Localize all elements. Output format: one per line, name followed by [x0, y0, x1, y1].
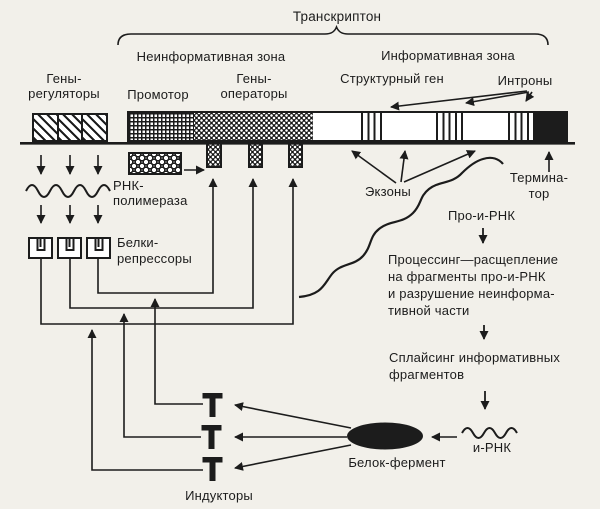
- enzyme-label: Белок-фермент: [348, 455, 446, 470]
- repressors-label: Белки- репрессоры: [117, 235, 192, 266]
- intron-arrow-1: [390, 90, 528, 111]
- intron-arrow-2: [465, 91, 530, 107]
- structural-gene-label: Структурный ген: [340, 71, 444, 86]
- inductor-T-3: [202, 457, 223, 481]
- exon-segment-3: [463, 113, 508, 140]
- operator-tab-3: [288, 142, 303, 168]
- intron-arrow-3: [525, 91, 535, 102]
- diagram-title: Транскриптон: [292, 9, 382, 24]
- inductor-T-1: [202, 393, 223, 417]
- splicing-label: Сплайсинг информативных фрагментов: [389, 350, 561, 382]
- enzyme-to-inductor1-arrow: [234, 402, 352, 429]
- inductor2-arrow: [119, 313, 201, 438]
- promoter-segment: [129, 113, 194, 140]
- regulator-genes-box: [32, 113, 108, 142]
- exon-arrow-2: [399, 150, 409, 183]
- intron-segment-2: [436, 113, 463, 140]
- informative-zone-label: Информативная зона: [381, 48, 515, 63]
- intron-segment-1: [361, 113, 385, 140]
- promoter-label: Промотор: [127, 87, 189, 102]
- repressor-protein-3: [86, 237, 111, 259]
- exon-segment-1: [313, 113, 361, 140]
- regulator-gene-cell: [56, 115, 82, 140]
- pro-mrna-label: Про-и-РНК: [448, 208, 516, 223]
- terminator-segment: [533, 113, 566, 140]
- rna-polymerase-label: РНК- полимераза: [113, 178, 188, 208]
- inductor-T-2: [201, 425, 222, 449]
- regulator-gene-cell: [34, 115, 57, 140]
- repressor-protein-2: [57, 237, 82, 259]
- intron-segment-3: [508, 113, 533, 140]
- operator-segment: [194, 113, 313, 140]
- enzyme-to-inductor3-arrow: [234, 444, 352, 471]
- processing-label: Процессинг—расщепление на фрагменты про-…: [388, 252, 559, 318]
- operator-genes-label: Гены- операторы: [220, 71, 288, 101]
- enzyme-ellipse: [347, 422, 423, 450]
- transcripton-brace: [117, 24, 549, 46]
- mrna-wave: [461, 427, 518, 439]
- operator-tab-1: [206, 142, 222, 168]
- repressor-protein-1: [28, 237, 53, 259]
- rna-polymerase-box: [128, 152, 182, 175]
- repressor-slot-1: [36, 239, 45, 251]
- regulator-mrna-wave: [25, 184, 111, 198]
- dna-strip: [127, 111, 568, 142]
- exon-arrow-3: [403, 150, 476, 183]
- regulator-gene-cell: [81, 115, 107, 140]
- terminator-label: Термина- тор: [509, 170, 569, 201]
- exons-label: Экзоны: [365, 184, 411, 199]
- exon-segment-2: [385, 113, 436, 140]
- regulator-genes-cells: [34, 115, 107, 140]
- mrna-label: и-РНК: [472, 440, 512, 455]
- inductors-label: Индукторы: [185, 488, 253, 503]
- introns-label: Интроны: [497, 73, 553, 88]
- repressor-slot-2: [65, 239, 74, 251]
- operator-tab-2: [248, 142, 263, 168]
- repressor-slot-3: [94, 239, 103, 251]
- exon-arrow-1: [351, 150, 397, 184]
- noninformative-zone-label: Неинформативная зона: [136, 49, 286, 64]
- inductor3-arrow: [87, 329, 203, 471]
- regulator-genes-label: Гены- регуляторы: [28, 71, 100, 101]
- inductor1-arrow: [150, 298, 203, 405]
